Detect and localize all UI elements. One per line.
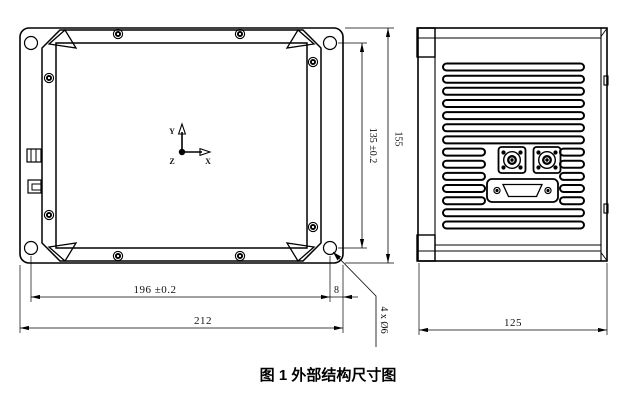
dim-depth: 125 xyxy=(418,263,608,335)
dim-height-holes: 135 ±0.2 xyxy=(338,42,378,249)
chamfer-gusset xyxy=(285,242,316,262)
vent-slot xyxy=(559,184,585,193)
axis-z-label: Z xyxy=(169,157,174,166)
origin-dot xyxy=(178,148,186,156)
side-body xyxy=(417,27,608,262)
x-axis-arrow xyxy=(199,147,212,157)
axis-indicator: Y Z X xyxy=(169,122,212,166)
dim-label: 8 xyxy=(334,285,339,296)
dim-label: 4 x Ø6 xyxy=(378,306,389,333)
hole-callout: 4 x Ø6 xyxy=(332,251,389,347)
vent-slot xyxy=(442,111,585,121)
mounting-tab-bottom xyxy=(416,234,436,262)
dim-label: 155 xyxy=(393,132,404,147)
dim-label: 196 ±0.2 xyxy=(133,284,176,296)
corner-chamfers xyxy=(47,29,316,262)
vent-slot xyxy=(442,62,585,72)
mounting-plate xyxy=(19,27,344,264)
vent-slot xyxy=(442,86,585,96)
axis-x-label: X xyxy=(205,157,211,166)
rf-connector xyxy=(497,146,527,174)
y-axis-arrow xyxy=(177,122,187,135)
dim-height-total: 155 xyxy=(345,27,404,264)
left-edge-bracket xyxy=(27,179,42,194)
vent-slot xyxy=(442,184,486,193)
dimensions: 196 ±0.2 8 212 135 ±0.2 xyxy=(19,27,608,347)
vent-slot xyxy=(442,74,585,84)
dim-label: 212 xyxy=(194,315,212,327)
screw xyxy=(112,250,124,262)
vent-slot xyxy=(559,196,585,206)
chamfer-gusset xyxy=(285,29,316,49)
vent-slot xyxy=(559,159,585,169)
corner-hole xyxy=(322,35,338,51)
axis-y-label: Y xyxy=(169,127,175,136)
panel-screws xyxy=(43,28,319,262)
vent-slot xyxy=(442,171,486,181)
screw xyxy=(112,28,124,40)
vent-slot xyxy=(442,147,486,157)
dim-label: 135 ±0.2 xyxy=(367,128,378,164)
vent-slot xyxy=(442,196,486,206)
chamfer-gusset xyxy=(47,242,78,262)
vent-slot xyxy=(442,208,585,218)
vent-slot xyxy=(442,99,585,108)
vent-slot xyxy=(442,123,585,133)
rf-connector xyxy=(532,146,562,174)
bezel-inner xyxy=(55,42,308,249)
figure-caption: 图 1 外部结构尺寸图 xyxy=(260,366,397,384)
screw xyxy=(234,28,246,40)
front-view: Y Z X xyxy=(19,27,344,264)
screw xyxy=(234,250,246,262)
corner-holes xyxy=(23,35,338,256)
vent-slot xyxy=(442,159,486,169)
dsub-connector xyxy=(486,178,559,203)
corner-hole xyxy=(322,240,338,256)
screw xyxy=(43,72,55,84)
screw xyxy=(307,221,319,233)
screw xyxy=(43,209,55,221)
dim-width-total: 212 xyxy=(19,265,344,333)
vent-slot xyxy=(559,171,585,181)
dim-label: 125 xyxy=(504,317,522,329)
right-edge-bump xyxy=(603,203,609,214)
screw xyxy=(307,56,319,68)
corner-hole xyxy=(23,35,39,51)
left-edge-connector xyxy=(26,148,42,163)
right-edge-bump xyxy=(603,75,609,86)
dim-width-holes: 196 ±0.2 xyxy=(30,256,331,302)
vent-slot xyxy=(442,135,585,145)
vent-slots xyxy=(442,62,585,230)
chamfer-gusset xyxy=(47,29,78,49)
side-view xyxy=(416,27,609,262)
vent-slot xyxy=(442,220,585,230)
mounting-tab-top xyxy=(416,27,436,58)
corner-hole xyxy=(23,240,39,256)
bezel-outer xyxy=(41,29,322,262)
dim-edge-offset: 8 xyxy=(330,285,358,300)
vent-slot xyxy=(559,147,585,157)
